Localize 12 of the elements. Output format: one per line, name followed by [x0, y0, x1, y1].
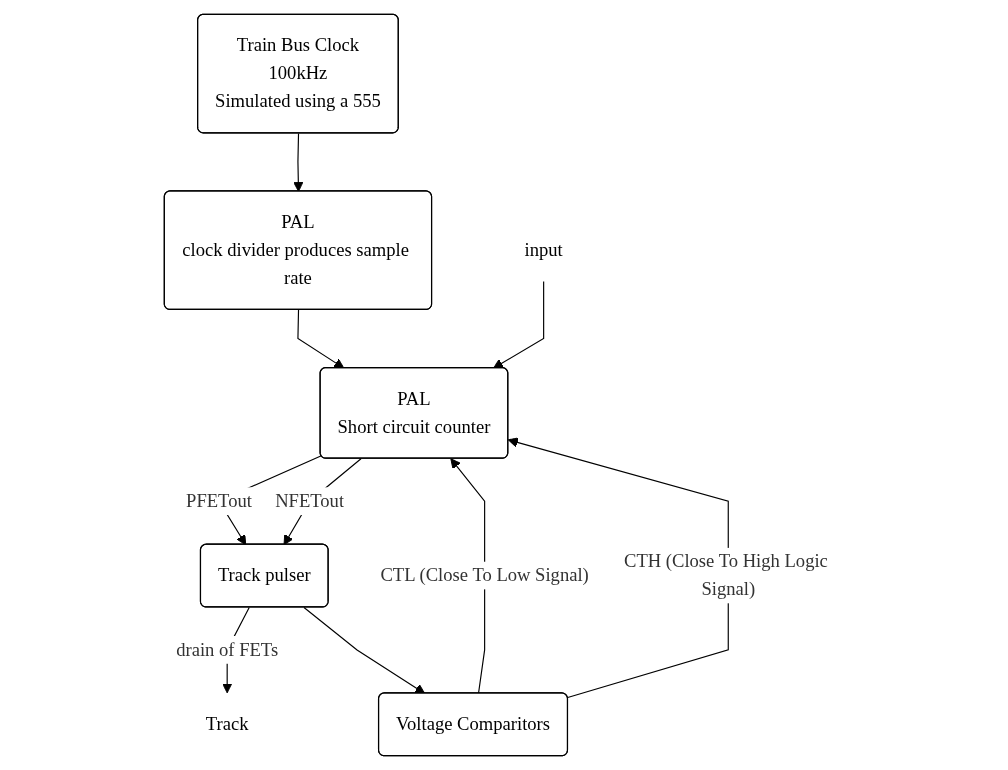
arrow	[492, 281, 544, 369]
arrow	[303, 606, 425, 694]
edge-label: CTH (Close To High Logic Signal)	[623, 551, 828, 599]
edge-label: drain of FETs	[175, 639, 278, 660]
arrow	[507, 437, 729, 699]
edge-label: PFETout	[185, 490, 252, 511]
edge-label: NFETout	[274, 490, 344, 511]
node-text: input	[524, 239, 563, 260]
arrow	[296, 309, 344, 369]
edge-label: CTL (Close To Low Signal)	[380, 565, 589, 585]
node-text: Track	[205, 713, 249, 734]
arrow	[292, 132, 304, 192]
